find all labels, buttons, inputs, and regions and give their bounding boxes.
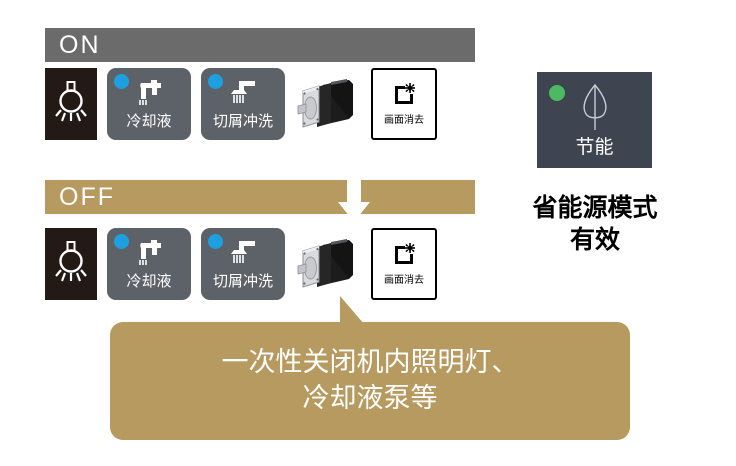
softkey-chip-flush-on[interactable]: 切屑冲洗 [201,68,285,140]
led-indicator-blue [114,234,129,249]
softkey-label-chip-flush: 切屑冲洗 [212,112,273,130]
softkey-coolant-off[interactable]: 冷却液 [107,228,191,300]
state-bar-off: OFF [45,178,475,222]
softkey-label-coolant: 冷却液 [126,272,172,290]
servo-motor-image-off [295,228,361,300]
callout-tail [330,296,364,324]
softkey-label-chip-flush: 切屑冲洗 [212,272,273,290]
device-row-off: 冷却液 切屑冲洗 [45,228,437,300]
led-indicator-blue [114,74,129,89]
energy-save-caption-line-1: 省能源模式 [532,193,658,222]
lamp-tile-on[interactable] [45,68,97,140]
state-label-on: ON [59,30,101,59]
energy-save-label: 节能 [575,136,614,158]
screen-clear-button-off[interactable]: 画面消去 [371,228,437,300]
faucet-icon [131,237,167,267]
faucet-icon [131,77,167,107]
nozzle-shower-icon [225,237,261,267]
leaf-icon [578,82,612,134]
energy-save-panel[interactable]: 节能 [537,72,652,168]
state-label-off: OFF [59,182,115,211]
lightbulb-icon [54,79,88,130]
callout-line-1: 一次性关闭机内照明灯、 [221,346,519,378]
callout-box: 一次性关闭机内照明灯、 冷却液泵等 [110,322,630,440]
nozzle-shower-icon [225,77,261,107]
energy-save-caption-line-2: 有效 [569,225,620,254]
screen-clear-button-on[interactable]: 画面消去 [371,68,437,140]
page-sparkle-icon [391,242,417,268]
led-indicator-blue [208,74,223,89]
servo-motor-image-on [295,68,361,140]
callout-line-2: 冷却液泵等 [302,383,438,414]
softkey-label-coolant: 冷却液 [126,112,172,130]
softkey-chip-flush-off[interactable]: 切屑冲洗 [201,228,285,300]
lightbulb-icon [54,239,88,290]
page-sparkle-icon [391,82,417,108]
led-indicator-blue [208,234,223,249]
screen-clear-label: 画面消去 [384,115,424,126]
state-bar-on: ON [45,28,475,62]
led-indicator-green [549,85,565,101]
energy-save-caption: 省能源模式 有效 [500,192,690,256]
device-row-on: 冷却液 切屑冲洗 [45,68,437,140]
lamp-tile-off[interactable] [45,228,97,300]
screen-clear-label: 画面消去 [384,275,424,286]
softkey-coolant-on[interactable]: 冷却液 [107,68,191,140]
arrow-down-icon [334,178,374,230]
